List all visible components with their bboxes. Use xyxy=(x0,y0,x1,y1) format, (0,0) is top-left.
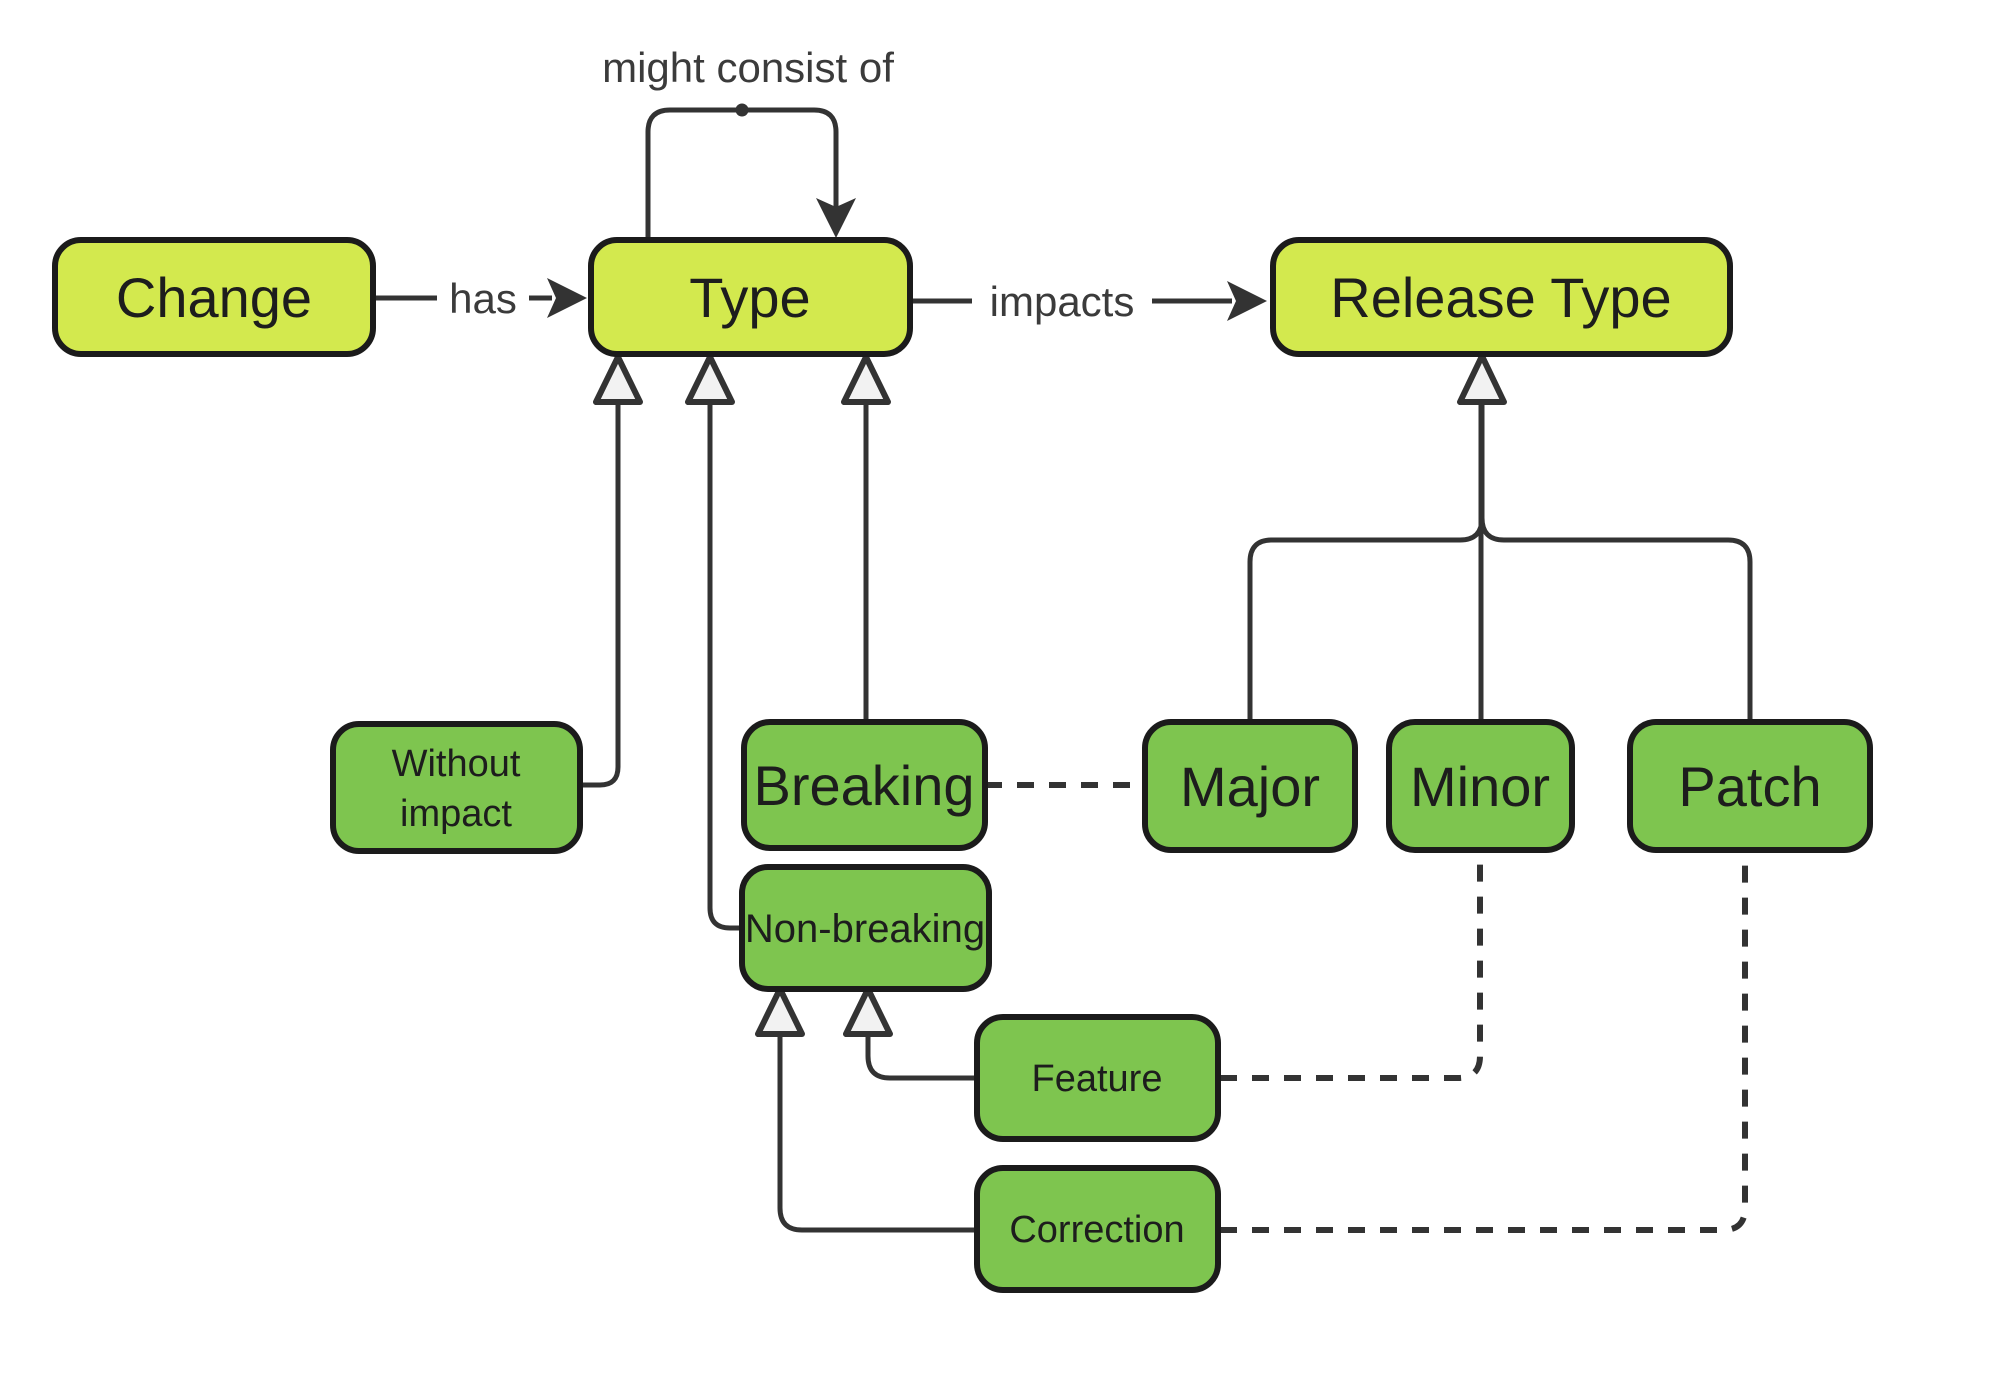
inheritance-triangle-type-left-icon xyxy=(593,354,643,405)
edge-non-breaking-to-type xyxy=(707,404,742,931)
edge-labels: has impacts might consist of xyxy=(437,44,1152,329)
node-release-type-label: Release Type xyxy=(1330,266,1671,329)
node-patch-label: Patch xyxy=(1678,755,1821,818)
edge-patch-to-release-type xyxy=(1479,404,1753,722)
node-without-impact: Without impact xyxy=(330,721,583,854)
node-breaking-label: Breaking xyxy=(753,754,974,817)
node-major-box xyxy=(1142,719,1358,853)
might-consist-of-label: might consist of xyxy=(602,44,894,91)
arrowhead-self-loop-icon xyxy=(816,198,856,238)
node-correction-label: Correction xyxy=(1009,1209,1184,1251)
node-release-type-box xyxy=(1270,237,1733,357)
edge-correction-to-non-breaking xyxy=(777,1036,977,1233)
edge-feature-minor-dashed xyxy=(1220,853,1483,1081)
node-without-impact-label-line1: Without xyxy=(392,743,521,785)
node-without-impact-box xyxy=(330,721,583,854)
node-minor-label: Minor xyxy=(1410,755,1550,818)
impacts-label-background xyxy=(972,273,1152,329)
edges-solid xyxy=(373,103,1753,1233)
edge-without-impact-to-type xyxy=(580,404,621,788)
node-release-type: Release Type xyxy=(1270,237,1733,357)
edge-major-to-release-type xyxy=(1247,404,1485,722)
node-type: Type xyxy=(588,237,913,357)
node-feature-box xyxy=(974,1014,1221,1142)
node-type-box xyxy=(588,237,913,357)
has-label-background xyxy=(437,270,529,326)
node-breaking-box xyxy=(741,719,988,851)
node-without-impact-label-line2: impact xyxy=(400,793,512,835)
node-correction: Correction xyxy=(974,1165,1221,1293)
inheritance-triangle-type-middle-icon xyxy=(685,354,735,405)
inheritance-triangle-non-breaking-right-icon xyxy=(843,986,893,1037)
node-feature-label: Feature xyxy=(1032,1058,1163,1100)
node-minor: Minor xyxy=(1386,719,1575,853)
edge-feature-to-non-breaking xyxy=(865,1036,977,1081)
has-label: has xyxy=(449,275,517,322)
node-type-label: Type xyxy=(689,266,810,329)
nodes: Change Type Release Type Without impact … xyxy=(52,237,1873,1293)
inheritance-triangle-release-type-icon xyxy=(1457,353,1507,405)
node-minor-box xyxy=(1386,719,1575,853)
node-change: Change xyxy=(52,237,376,357)
node-non-breaking-label: Non-breaking xyxy=(745,907,985,951)
edge-type-self-loop xyxy=(645,107,839,240)
node-major-label: Major xyxy=(1180,755,1320,818)
node-feature: Feature xyxy=(974,1014,1221,1142)
edges-dashed xyxy=(985,782,1748,1233)
edge-correction-patch-dashed xyxy=(1220,853,1748,1233)
node-non-breaking: Non-breaking xyxy=(739,864,992,992)
node-breaking: Breaking xyxy=(741,719,988,851)
arrowhead-impacts-icon xyxy=(1227,281,1267,321)
node-non-breaking-box xyxy=(739,864,992,992)
self-loop-midpoint-dot-icon xyxy=(735,103,749,117)
node-change-label: Change xyxy=(116,266,312,329)
node-correction-box xyxy=(974,1165,1221,1293)
node-change-box xyxy=(52,237,376,357)
inheritance-triangle-non-breaking-left-icon xyxy=(755,986,805,1037)
node-patch-box xyxy=(1627,719,1873,853)
impacts-label: impacts xyxy=(990,278,1135,325)
inheritance-triangle-type-right-icon xyxy=(841,354,891,405)
node-patch: Patch xyxy=(1627,719,1873,853)
node-major: Major xyxy=(1142,719,1358,853)
arrowhead-has-icon xyxy=(547,278,587,318)
